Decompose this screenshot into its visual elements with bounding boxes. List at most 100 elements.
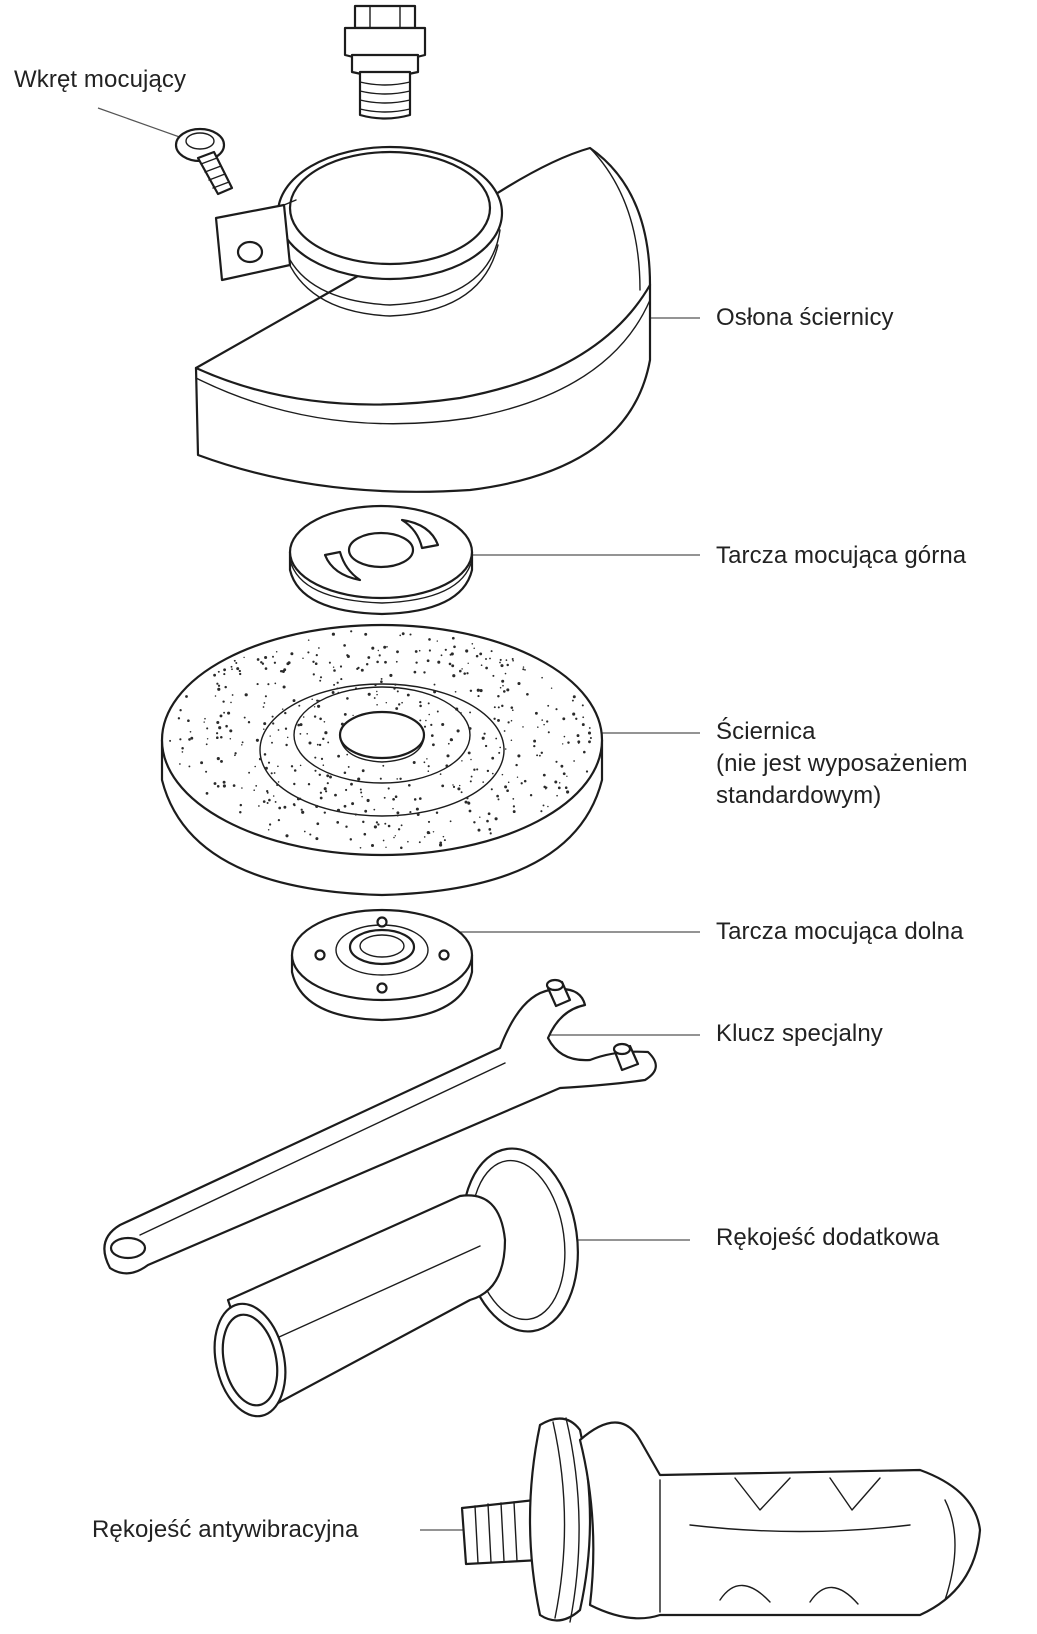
grit-dot xyxy=(232,784,236,787)
grit-dot xyxy=(526,692,529,696)
grit-dot xyxy=(223,668,227,672)
grit-dot xyxy=(346,753,349,756)
grit-dot xyxy=(247,721,251,724)
grit-dot xyxy=(336,687,339,690)
grit-dot xyxy=(336,821,340,824)
grit-dot xyxy=(577,740,581,744)
grit-dot xyxy=(380,677,383,680)
grit-dot xyxy=(396,778,398,780)
grit-dot xyxy=(306,732,309,735)
grit-dot xyxy=(216,757,220,761)
grit-dot xyxy=(465,649,469,653)
grit-dot xyxy=(371,646,375,650)
grit-dot xyxy=(339,665,343,668)
grit-dot xyxy=(585,770,589,773)
grit-dot xyxy=(523,779,527,783)
grit-dot xyxy=(452,785,456,788)
grit-dot xyxy=(461,760,463,762)
grit-dot xyxy=(554,780,558,784)
grit-dot xyxy=(453,645,456,649)
grit-dot xyxy=(407,783,411,787)
grit-dot xyxy=(443,839,446,842)
grit-dot xyxy=(264,695,267,698)
grit-dot xyxy=(238,669,241,673)
grit-dot xyxy=(345,788,348,792)
grit-dot xyxy=(464,800,468,804)
grit-dot xyxy=(319,717,322,721)
grit-dot xyxy=(350,782,353,786)
upper-flange-icon xyxy=(288,504,474,616)
grit-dot xyxy=(318,699,320,702)
grit-dot xyxy=(286,736,289,739)
grit-dot xyxy=(413,670,417,674)
grit-dot xyxy=(436,640,438,642)
grit-dot xyxy=(428,649,431,652)
grit-dot xyxy=(512,805,516,808)
grit-dot xyxy=(416,813,420,816)
grit-dot xyxy=(217,670,220,673)
grit-dot xyxy=(504,672,507,675)
grit-dot xyxy=(229,737,232,740)
grit-dot xyxy=(278,806,282,810)
grit-dot xyxy=(396,690,399,693)
grit-dot xyxy=(273,772,276,774)
grit-dot xyxy=(229,729,233,733)
grit-dot xyxy=(213,782,217,785)
grit-dot xyxy=(203,721,205,723)
grit-dot xyxy=(231,668,233,671)
grit-dot xyxy=(292,803,296,806)
grit-dot xyxy=(460,791,463,794)
grit-dot xyxy=(571,699,574,702)
grit-dot xyxy=(313,715,317,718)
grit-dot xyxy=(442,835,445,838)
grit-dot xyxy=(206,738,209,740)
grit-dot xyxy=(169,739,172,742)
grit-dot xyxy=(394,795,398,798)
grit-dot xyxy=(392,797,395,801)
grit-dot xyxy=(337,754,340,758)
grit-dot xyxy=(534,711,538,715)
grit-dot xyxy=(377,823,380,826)
screw-icon xyxy=(174,127,234,196)
grit-dot xyxy=(319,679,322,682)
grit-dot xyxy=(337,691,339,694)
grit-dot xyxy=(313,706,316,708)
grit-dot xyxy=(562,772,566,776)
grit-dot xyxy=(190,736,194,740)
grit-dot xyxy=(504,785,508,789)
grit-dot xyxy=(522,666,525,668)
grit-dot xyxy=(439,773,442,775)
grit-dot xyxy=(343,771,347,774)
grit-dot xyxy=(500,664,504,668)
grit-dot xyxy=(290,652,294,656)
grit-dot xyxy=(318,647,320,649)
grit-dot xyxy=(324,731,328,735)
grit-dot xyxy=(325,790,328,793)
grit-dot xyxy=(496,794,499,798)
lower-flange-icon xyxy=(290,908,474,1022)
grit-dot xyxy=(498,751,501,754)
grit-dot xyxy=(425,719,427,722)
grit-dot xyxy=(426,831,430,835)
grit-dot xyxy=(373,697,376,699)
grit-dot xyxy=(566,775,568,777)
grit-dot xyxy=(433,683,436,686)
grit-dot xyxy=(567,741,570,744)
grit-dot xyxy=(563,735,566,738)
grit-dot xyxy=(276,783,279,787)
grit-dot xyxy=(517,681,521,686)
grit-dot xyxy=(307,783,311,786)
grit-dot xyxy=(423,725,427,728)
grit-dot xyxy=(401,701,403,704)
grit-dot xyxy=(264,667,268,670)
grit-dot xyxy=(361,769,365,773)
grit-dot xyxy=(395,707,399,710)
grit-dot xyxy=(307,639,310,641)
grit-dot xyxy=(320,757,324,761)
grit-dot xyxy=(407,840,409,843)
grit-dot xyxy=(376,704,378,706)
grit-dot xyxy=(357,777,361,781)
grit-dot xyxy=(507,781,510,784)
grit-dot xyxy=(501,679,505,683)
